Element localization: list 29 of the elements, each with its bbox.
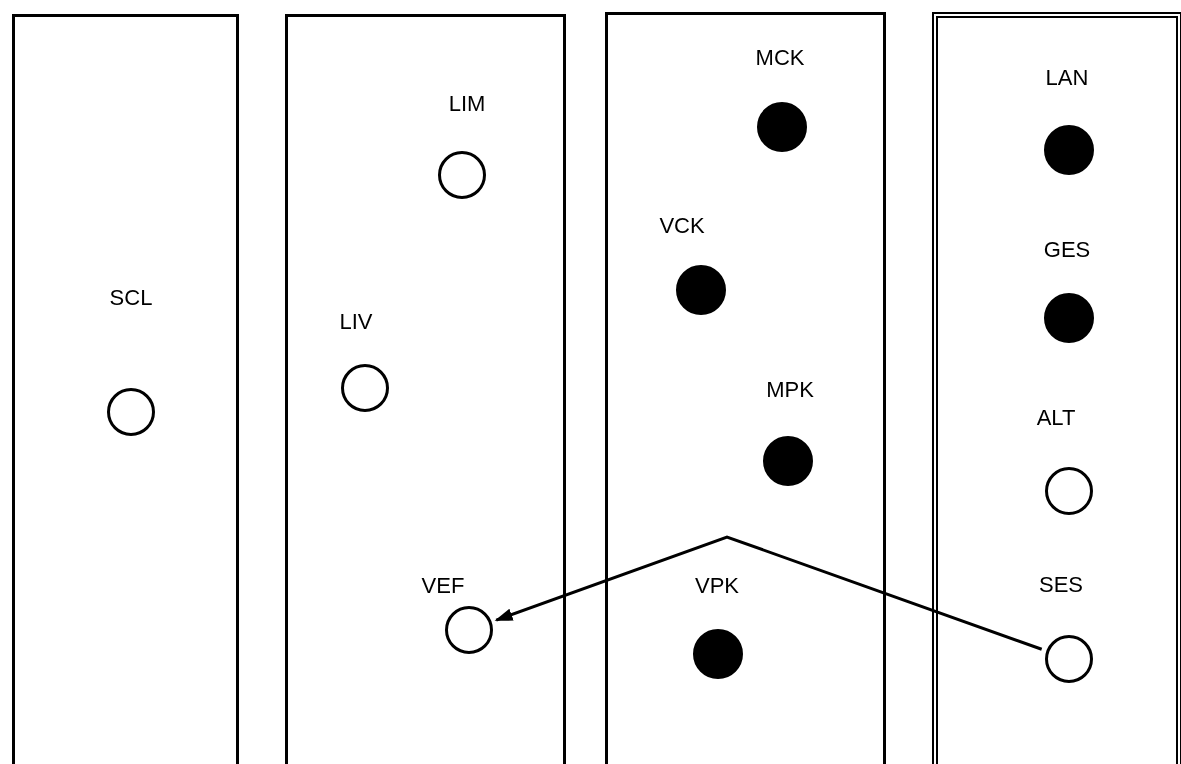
circle-label: LAN: [1045, 65, 1089, 91]
filled-circle: [1044, 125, 1094, 175]
circle-label: ALT: [1036, 405, 1076, 431]
filled-circle: [1044, 293, 1094, 343]
circle-label: MCK: [755, 45, 805, 71]
circle-label: GES: [1043, 237, 1091, 263]
circle-label: LIV: [339, 309, 373, 335]
open-circle: [107, 388, 155, 436]
column-panel: [12, 14, 239, 764]
circle-label: SCL: [109, 285, 153, 311]
filled-circle: [676, 265, 726, 315]
open-circle: [438, 151, 486, 199]
circle-label: VEF: [421, 573, 465, 599]
filled-circle: [757, 102, 807, 152]
open-circle: [445, 606, 493, 654]
column-panel: [605, 12, 886, 764]
column-panel: [285, 14, 566, 764]
circle-label: LIM: [448, 91, 486, 117]
filled-circle: [693, 629, 743, 679]
open-circle: [1045, 635, 1093, 683]
open-circle: [341, 364, 389, 412]
arrow: [494, 535, 1043, 651]
circle-label: VCK: [659, 213, 705, 239]
circle-label: MPK: [766, 377, 814, 403]
filled-circle: [763, 436, 813, 486]
open-circle: [1045, 467, 1093, 515]
circle-label: SES: [1039, 572, 1083, 598]
circle-label: VPK: [695, 573, 739, 599]
column-panel: [932, 12, 1181, 764]
